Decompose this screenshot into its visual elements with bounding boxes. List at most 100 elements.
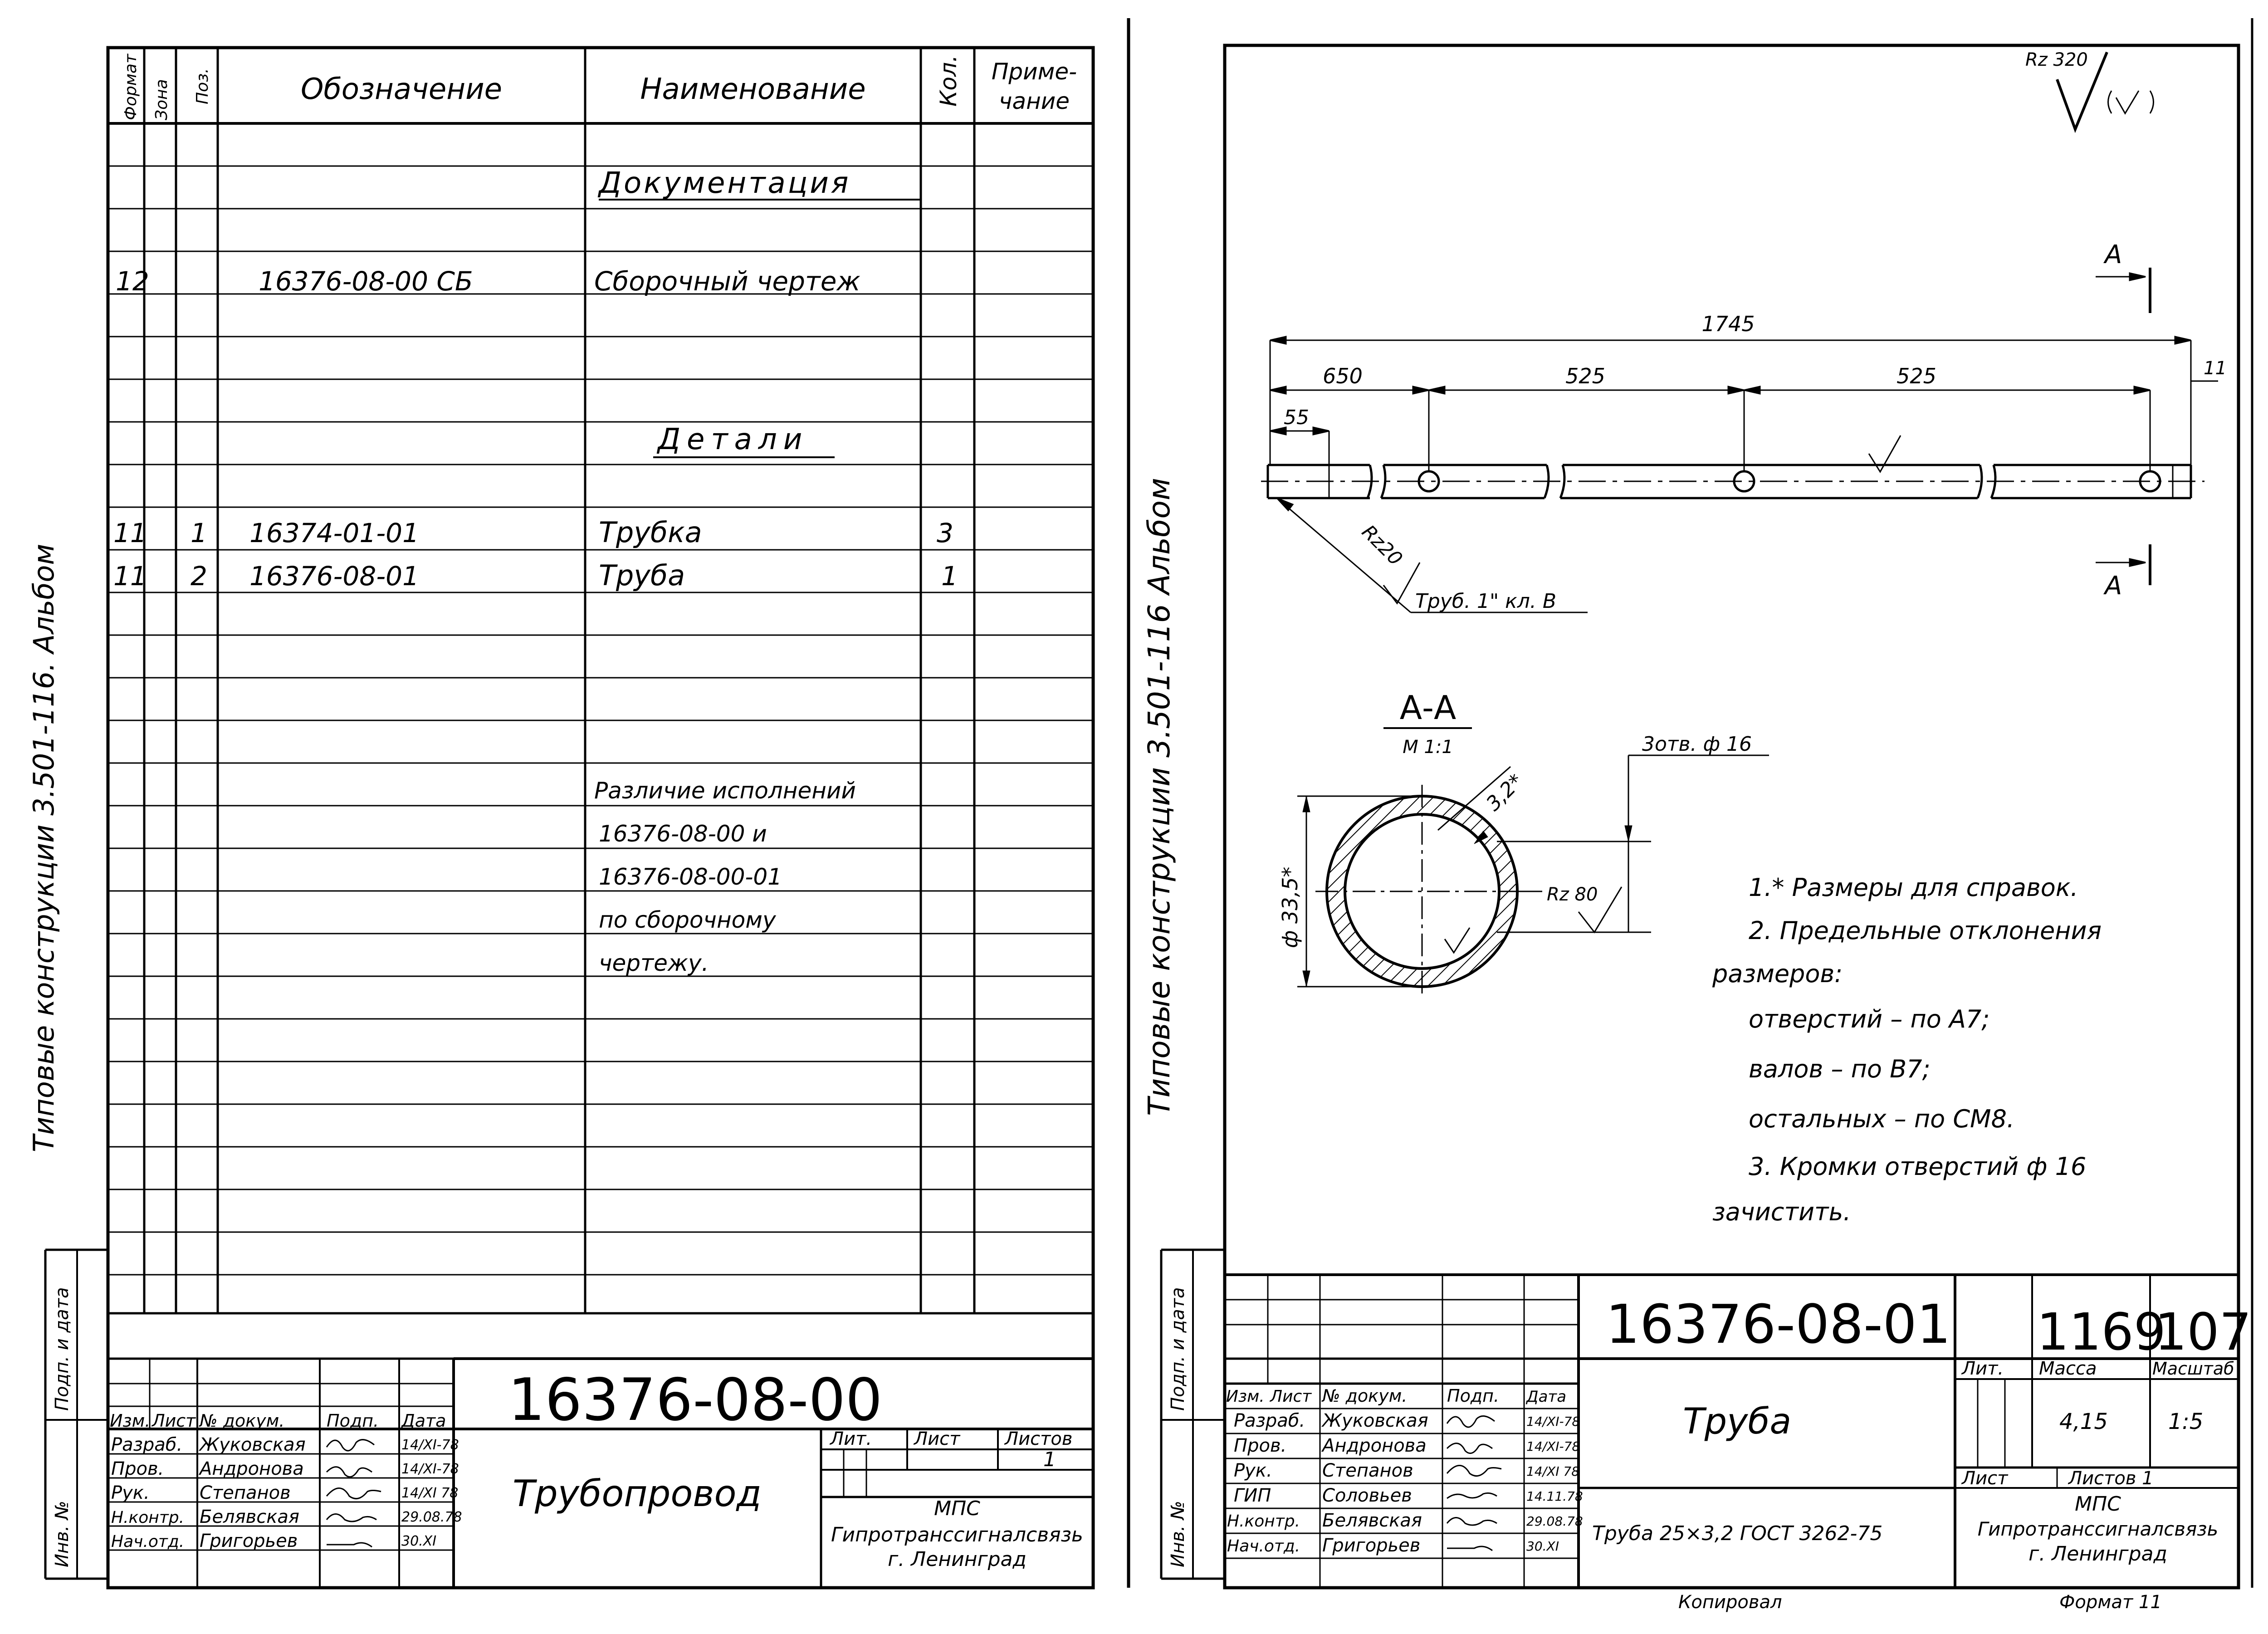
- dim-total: 1745: [1701, 312, 1755, 336]
- right-name-4: Соловьев: [1322, 1485, 1412, 1506]
- right-date-4: 14.11.78: [1526, 1489, 1583, 1504]
- general-roughness-label: Rz 320: [2025, 49, 2088, 70]
- left-name-1: Жуковская: [198, 1434, 306, 1455]
- note-line-5: чертежу.: [599, 950, 709, 976]
- note-line-2: 16376-08-00 и: [599, 821, 767, 847]
- left-date-3: 14/XI 78: [401, 1485, 458, 1501]
- format-label: Формат 11: [2059, 1592, 2162, 1613]
- dim-525a: 525: [1565, 364, 1605, 388]
- corner-number-a: 1169: [2037, 1303, 2166, 1362]
- row-2-qty: 3: [937, 518, 953, 548]
- right-lit-label: Лит.: [1961, 1358, 2004, 1379]
- right-name-2: Андронова: [1321, 1435, 1427, 1456]
- left-signatures: [326, 1439, 381, 1548]
- right-signatures: [1446, 1415, 1502, 1551]
- row-1-name: Сборочный чертеж: [594, 266, 860, 297]
- right-col-sign: Подп.: [1447, 1386, 1499, 1406]
- left-col-list: Лист: [151, 1411, 196, 1431]
- note-7: 3. Кромки отверстий ф 16: [1749, 1152, 2086, 1181]
- left-name-3: Степанов: [200, 1482, 291, 1503]
- left-org-3: г. Ленинград: [888, 1548, 1026, 1571]
- row-2-name: Трубка: [599, 516, 702, 549]
- left-role-1: Разраб.: [111, 1434, 182, 1455]
- right-mass-label: Масса: [2039, 1358, 2097, 1379]
- right-sheets-label: Листов 1: [2068, 1468, 2154, 1489]
- left-sheet-label: Лист: [913, 1429, 961, 1449]
- left-date-4: 29.08.78: [401, 1509, 462, 1525]
- header-format: Формат: [122, 54, 140, 120]
- right-col-list: Лист: [1269, 1387, 1312, 1406]
- note-6: остальных – по СМ8.: [1749, 1105, 2014, 1133]
- note-8: зачистить.: [1712, 1198, 1851, 1226]
- mass-value: 4,15: [2059, 1409, 2108, 1434]
- right-col-izm: Изм.: [1226, 1387, 1265, 1406]
- thread-label: Труб. 1" кл. В: [1415, 590, 1556, 613]
- holes-label: 3отв. ф 16: [1642, 733, 1752, 756]
- right-role-2: Пров.: [1234, 1435, 1286, 1456]
- section-scale: М 1:1: [1403, 737, 1453, 758]
- right-role-1: Разраб.: [1234, 1410, 1305, 1431]
- left-role-4: Н.контр.: [111, 1508, 184, 1527]
- right-role-6: Нач.отд.: [1227, 1537, 1300, 1556]
- right-col-date: Дата: [1525, 1388, 1566, 1406]
- header-pos: Поз.: [193, 68, 212, 104]
- left-table-row-lines: [108, 165, 1093, 1276]
- left-col-doc: № докум.: [199, 1411, 284, 1431]
- header-designation: Обозначение: [301, 73, 502, 106]
- right-margin-text: Типовые конструкции 3.501-116 Альбом: [1142, 478, 1177, 1116]
- note-2: 2. Предельные отклонения: [1749, 916, 2102, 945]
- rz80-label: Rz 80: [1547, 884, 1598, 905]
- right-name-3: Степанов: [1322, 1460, 1413, 1481]
- right-org-2: Гипротранссигналсвязь: [1978, 1518, 2219, 1540]
- left-name-2: Андронова: [198, 1458, 304, 1479]
- note-4: отверстий – по А7;: [1749, 1005, 1989, 1033]
- left-date-1: 14/XI-78: [401, 1437, 459, 1453]
- left-date-2: 14/XI-78: [401, 1461, 459, 1477]
- left-role-5: Нач.отд.: [111, 1532, 184, 1551]
- section-docs: Документация: [597, 166, 850, 200]
- left-sheets-label: Листов: [1004, 1429, 1072, 1449]
- row-3-name: Труба: [599, 559, 685, 592]
- dimension-lines: [1270, 51, 2218, 613]
- row-3-format: 11: [113, 561, 147, 592]
- left-doc-number: 16376-08-00: [508, 1366, 882, 1434]
- header-note-l2: чание: [999, 88, 1070, 114]
- note-3: размеров:: [1712, 959, 1843, 988]
- right-sheet-text: Типовые конструкции 3.501-116 Альбом Rz …: [1142, 49, 2252, 1613]
- right-doc-number: 16376-08-01: [1606, 1293, 1951, 1355]
- right-side-label-sign: Подп. и дата: [1168, 1287, 1188, 1411]
- row-1-designation: 16376-08-00 СБ: [259, 266, 473, 297]
- right-date-5: 29.08.78: [1526, 1514, 1583, 1529]
- left-sheet: Типовые конструкции 3.501-116. Альбом: [27, 18, 1130, 1590]
- right-frame: [1223, 44, 2240, 1590]
- dim-55: 55: [1284, 406, 1309, 429]
- row-1-format: 12: [116, 266, 149, 297]
- right-name-1: Жуковская: [1321, 1410, 1428, 1431]
- right-role-4: ГИП: [1234, 1485, 1271, 1506]
- right-date-6: 30.XI: [1526, 1539, 1559, 1554]
- left-title: Трубопровод: [513, 1473, 762, 1515]
- scale-value: 1:5: [2168, 1409, 2203, 1434]
- row-3-pos: 2: [191, 561, 207, 592]
- corner-number-b: 107: [2155, 1303, 2252, 1362]
- left-org-1: МПС: [934, 1497, 980, 1520]
- left-org-2: Гипротранссигналсвязь: [831, 1523, 1083, 1546]
- right-col-doc: № докум.: [1321, 1386, 1407, 1406]
- row-2-pos: 1: [191, 518, 207, 548]
- section-aa: [1297, 727, 1769, 998]
- note-line-4: по сборочному: [599, 907, 777, 933]
- row-3-designation: 16376-08-01: [249, 561, 419, 592]
- right-date-1: 14/XI-78: [1526, 1414, 1580, 1429]
- left-col-sign: Подп.: [327, 1411, 379, 1431]
- right-sheet: [1160, 18, 2253, 1590]
- right-stamp-grid: [1225, 1275, 1579, 1588]
- pipe-elevation: [1261, 340, 2204, 499]
- note-line-3: 16376-08-00-01: [599, 864, 782, 890]
- note-1: 1.* Размеры для справок.: [1749, 873, 2078, 902]
- left-role-3: Рук.: [111, 1482, 150, 1503]
- dim-650: 650: [1323, 364, 1363, 388]
- copied-label: Копировал: [1678, 1592, 1782, 1613]
- right-date-2: 14/XI-78: [1526, 1439, 1580, 1454]
- left-col-izm: Изм.: [110, 1411, 150, 1431]
